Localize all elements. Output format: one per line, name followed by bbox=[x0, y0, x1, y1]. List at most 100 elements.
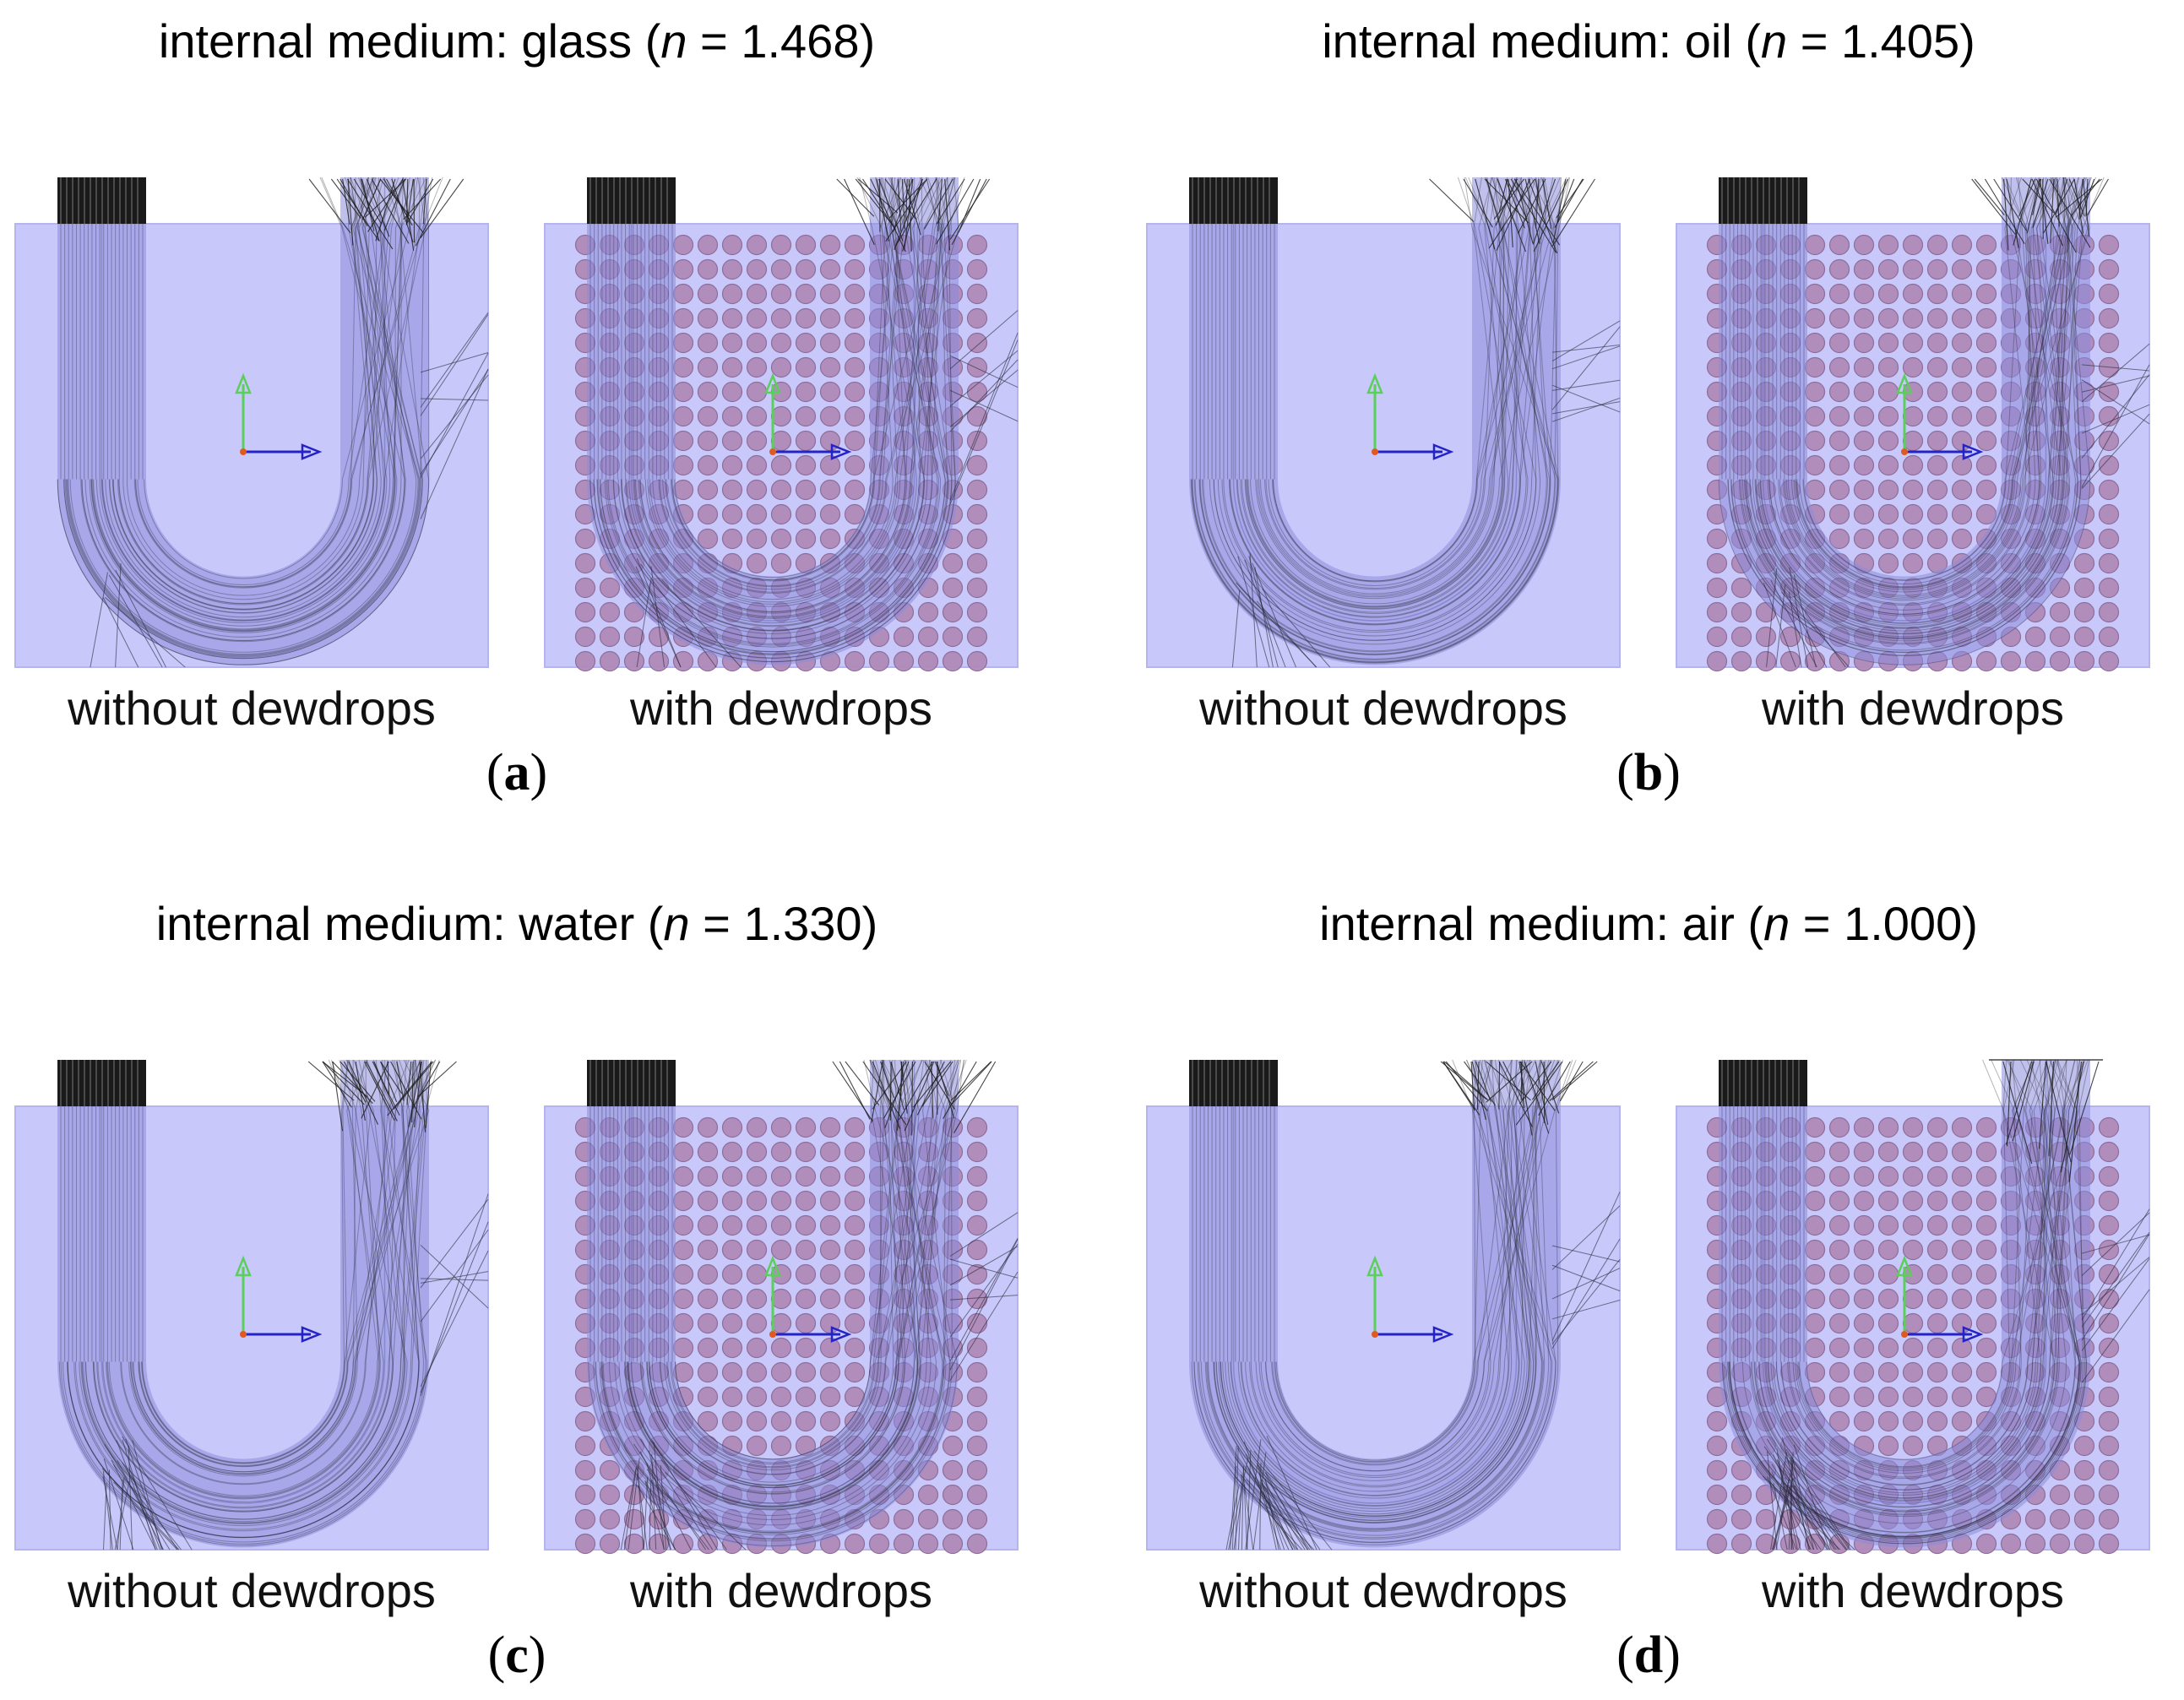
dewdrop bbox=[1853, 1312, 1875, 1334]
dewdrop bbox=[819, 1116, 841, 1138]
ray bbox=[671, 177, 940, 581]
dewdrop bbox=[966, 1533, 988, 1555]
title-variable: n bbox=[663, 897, 689, 950]
output-ray bbox=[2006, 178, 2019, 248]
y-axis-arrow bbox=[1896, 372, 1913, 394]
dewdrop bbox=[697, 430, 719, 452]
dewdrop bbox=[795, 234, 817, 256]
dewdrop bbox=[770, 234, 792, 256]
leak-ray bbox=[1234, 1457, 1309, 1551]
leak-ray bbox=[115, 569, 166, 668]
side-leak-ray bbox=[420, 1229, 489, 1323]
dewdrop bbox=[1877, 1361, 1899, 1383]
dewdrop bbox=[1828, 503, 1850, 525]
leak-ray bbox=[660, 1465, 667, 1551]
output-ray bbox=[308, 178, 351, 234]
output-ray bbox=[949, 178, 991, 240]
output-ray-fan bbox=[832, 1061, 997, 1136]
dewdrop bbox=[942, 601, 964, 623]
dewdrop bbox=[795, 258, 817, 280]
output-ray bbox=[1551, 178, 1595, 247]
output-ray bbox=[403, 178, 442, 220]
dewdrop bbox=[844, 1533, 866, 1555]
ray bbox=[621, 177, 925, 632]
dewdrop bbox=[1853, 258, 1875, 280]
dewdrop bbox=[746, 356, 768, 378]
leak-ray bbox=[1767, 1476, 1797, 1551]
leak-rays bbox=[620, 1212, 1019, 1551]
dewdrop bbox=[2098, 332, 2120, 354]
dewdrop bbox=[2098, 1459, 2120, 1481]
ray bbox=[128, 1059, 358, 1477]
dewdrop bbox=[1730, 1459, 1752, 1481]
dewdrop bbox=[844, 283, 866, 305]
output-ray bbox=[1464, 1061, 1496, 1106]
dewdrop bbox=[1853, 503, 1875, 525]
dewdrop bbox=[746, 1239, 768, 1261]
side-leak-ray bbox=[949, 1258, 1019, 1279]
dewdrop bbox=[1975, 258, 1997, 280]
leak-ray bbox=[1262, 588, 1331, 668]
x-axis-dot bbox=[1901, 1331, 1908, 1338]
dewdrop bbox=[1828, 332, 1850, 354]
dewdrop bbox=[770, 1288, 792, 1310]
leak-ray bbox=[1784, 1477, 1818, 1551]
dewdrop bbox=[1828, 283, 1850, 305]
dewdrop bbox=[844, 1190, 866, 1212]
ray bbox=[118, 177, 407, 604]
output-ray bbox=[890, 1061, 905, 1111]
dewdrop bbox=[721, 1337, 743, 1359]
dewdrop bbox=[1804, 405, 1826, 427]
dewdrop bbox=[844, 356, 866, 378]
dewdrop bbox=[1975, 454, 1997, 476]
ray bbox=[1725, 1059, 2083, 1541]
ray bbox=[1191, 177, 1559, 663]
output-ray bbox=[2005, 1061, 2033, 1145]
dewdrop bbox=[1828, 1361, 1850, 1383]
dewdrop bbox=[1828, 1116, 1850, 1138]
side-leak-ray bbox=[420, 398, 489, 401]
output-ray bbox=[393, 1061, 434, 1110]
dewdrop bbox=[697, 528, 719, 550]
dewdrop bbox=[599, 577, 621, 599]
ray bbox=[1750, 1059, 2089, 1516]
dewdrop bbox=[1902, 1288, 1924, 1310]
leak-ray bbox=[1256, 600, 1317, 668]
side-leak-ray bbox=[2081, 364, 2150, 488]
dewdrop bbox=[746, 1165, 768, 1187]
ray bbox=[1221, 177, 1529, 633]
dewdrop bbox=[721, 1165, 743, 1187]
ray bbox=[671, 1059, 900, 1464]
dewdrop bbox=[574, 650, 596, 672]
output-ray bbox=[1515, 1061, 1563, 1126]
leak-ray bbox=[108, 1469, 111, 1551]
dewdrop bbox=[2098, 503, 2120, 525]
leak-ray bbox=[1262, 1482, 1294, 1551]
z-axis-arrow bbox=[1432, 1326, 1454, 1343]
side-leak-ray bbox=[949, 310, 1019, 370]
dewdrop bbox=[770, 1410, 792, 1432]
dewdrop bbox=[795, 1263, 817, 1285]
dewdrop bbox=[1975, 1190, 1997, 1212]
output-ray bbox=[1538, 1061, 1571, 1116]
output-ray bbox=[405, 178, 409, 225]
dewdrop bbox=[844, 1165, 866, 1187]
dewdrop bbox=[917, 626, 939, 648]
letter-open: ( bbox=[1616, 1627, 1634, 1684]
dewdrop bbox=[1951, 1337, 1973, 1359]
view-without-dewdrops bbox=[1146, 177, 1621, 668]
dewdrop bbox=[966, 332, 988, 354]
dewdrop bbox=[1853, 405, 1875, 427]
dewdrop bbox=[1902, 1337, 1924, 1359]
dewdrop bbox=[770, 1361, 792, 1383]
ray bbox=[120, 1059, 388, 1485]
dewdrop bbox=[1804, 381, 1826, 403]
ray bbox=[601, 1059, 960, 1534]
ray bbox=[140, 1059, 416, 1464]
dewdrop bbox=[1804, 307, 1826, 329]
dewdrop bbox=[1975, 430, 1997, 452]
dewdrop bbox=[770, 1337, 792, 1359]
ray bbox=[60, 1059, 426, 1545]
side-leak-ray bbox=[420, 1271, 489, 1284]
